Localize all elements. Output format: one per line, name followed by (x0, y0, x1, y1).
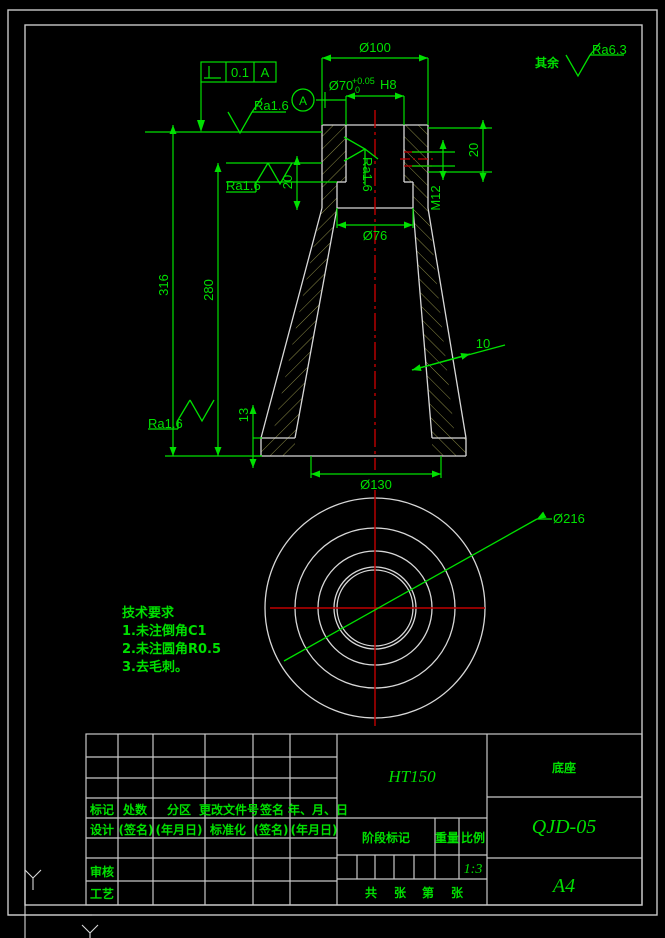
part-section-body (260, 124, 467, 457)
dim-dia-130-label: Ø130 (360, 477, 392, 492)
title-block-revision-signature: 签名 (259, 802, 284, 817)
title-block-revision-zone: 分区 (167, 802, 191, 817)
title-block-revision-docno: 更改文件号 (199, 802, 259, 817)
dim-dia-216-leader (283, 511, 552, 662)
dim-316-label: 316 (156, 274, 171, 296)
dim-13 (249, 405, 262, 468)
title-block-scale-value: 1:3 (464, 862, 483, 877)
surface-finish-symbol-a (227, 97, 286, 135)
title-block-standardize-date: (年月日) (291, 822, 338, 837)
surface-finish-symbol-d (148, 399, 215, 430)
datum-a-balloon (291, 88, 315, 112)
datum-a-label: A (299, 94, 307, 108)
dim-dia-70-tol-lower: 0 (355, 85, 360, 95)
general-surface-symbol (565, 42, 624, 78)
title-block-drawing-number: QJD-05 (532, 816, 596, 838)
dim-280-label: 280 (201, 279, 216, 301)
surface-finish-symbol-c (343, 136, 379, 185)
dim-10 (411, 344, 506, 371)
tech-requirement-item-1: 1.未注倒角C1 (122, 623, 207, 639)
gdt-datum-reference: A (261, 65, 270, 80)
dim-m12 (412, 140, 455, 180)
title-block-review-label: 审核 (90, 864, 114, 879)
title-block-stage-mark-label: 阶段标记 (362, 830, 410, 845)
title-block-design-sign: (签名) (119, 822, 154, 837)
tech-requirements-heading: 技术要求 (122, 605, 175, 621)
dim-dia-70 (345, 92, 405, 125)
dim-dia-76-label: Ø76 (363, 228, 388, 243)
title-block-revision-count: 处数 (122, 802, 148, 817)
gdt-tolerance-value: 0.1 (231, 65, 249, 80)
outer-sheet-border (7, 9, 658, 916)
title-block-design-date: (年月日) (156, 822, 203, 837)
title-block-sheet-total-prefix: 共 (365, 885, 377, 900)
dim-20-left (226, 156, 337, 210)
title-block-material: HT150 (387, 767, 436, 786)
title-block-standardize-sign: (签名) (254, 822, 289, 837)
dim-13-label: 13 (236, 408, 251, 422)
dim-dia-70-fit: H8 (380, 77, 397, 92)
dim-dia-100 (321, 54, 429, 125)
title-block-process-label: 工艺 (90, 886, 114, 901)
title-block-scale-label: 比例 (461, 830, 485, 845)
tech-requirement-item-3: 3.去毛刺。 (122, 659, 188, 675)
ucs-axis-marker-x (81, 924, 99, 938)
surface-finish-symbol-b (226, 162, 293, 193)
title-block-revision-mark: 标记 (89, 802, 114, 817)
surface-finish-label-d: Ra1.6 (148, 416, 183, 431)
general-note-label: 其余 (535, 55, 560, 70)
dim-dia-70-label: Ø70 (329, 78, 354, 93)
title-block-sheet-index-unit: 张 (451, 885, 464, 900)
dim-dia-130 (310, 456, 442, 478)
title-block-standardize-label: 标准化 (209, 822, 246, 837)
title-block-sheet-index-prefix: 第 (422, 885, 434, 900)
dim-20-left-label: 20 (280, 175, 295, 189)
surface-finish-label-b: Ra1.6 (226, 178, 261, 193)
dim-dia-216-label: Ø216 (553, 511, 585, 526)
surface-finish-label-c: Ra1.6 (360, 157, 375, 192)
title-block-design-label: 设计 (90, 822, 114, 837)
title-block-weight-label: 重量 (435, 830, 459, 845)
tech-requirement-item-2: 2.未注圆角R0.5 (122, 641, 221, 657)
datum-a-leader (316, 92, 346, 108)
dim-10-label: 10 (476, 336, 490, 351)
ucs-axis-marker-y (24, 869, 42, 890)
title-block-sheet-total-unit: 张 (394, 885, 407, 900)
title-block (85, 733, 643, 906)
dim-dia-76 (336, 208, 414, 229)
title-block-part-name: 底座 (552, 760, 576, 775)
surface-finish-label-a: Ra1.6 (254, 98, 289, 113)
dim-dia-100-label: Ø100 (359, 40, 391, 55)
dim-m12-label: M12 (428, 185, 443, 210)
title-block-sheet-size: A4 (551, 875, 575, 897)
title-block-revision-date: 年、月、日 (288, 802, 348, 817)
gdt-feature-control-frame (197, 61, 277, 132)
dim-dia-70-tol-upper: +0.05 (352, 76, 375, 86)
dim-20-right (428, 120, 492, 182)
general-surface-roughness-label: Ra6.3 (592, 42, 627, 57)
dim-20-right-label: 20 (466, 143, 481, 157)
